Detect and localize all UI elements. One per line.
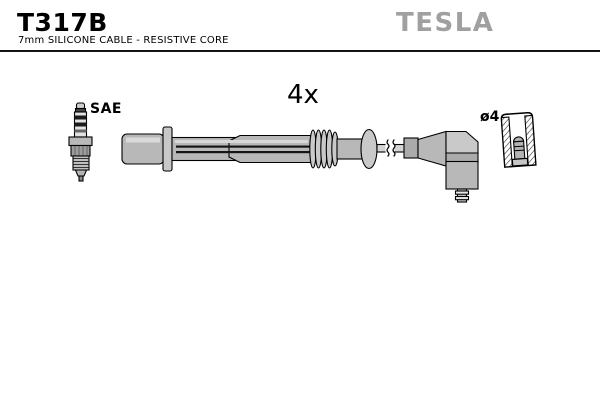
ignition-cable-icon: [121, 126, 479, 203]
boot-cross-section-icon: [500, 111, 537, 168]
sae-terminal-label: SAE: [90, 101, 122, 117]
spark-plug-icon: [68, 102, 93, 182]
cable-spec-subtitle: 7mm SILICONE CABLE - RESISTIVE CORE: [18, 35, 229, 46]
header-divider: [0, 50, 600, 52]
diameter-label: ø4: [480, 109, 500, 125]
brand-logo: TESLA: [396, 8, 495, 38]
quantity-label: 4x: [287, 80, 319, 110]
cable-break-mark: [392, 139, 396, 157]
cable-break-mark: [386, 139, 390, 157]
part-number: T317B: [17, 8, 108, 37]
